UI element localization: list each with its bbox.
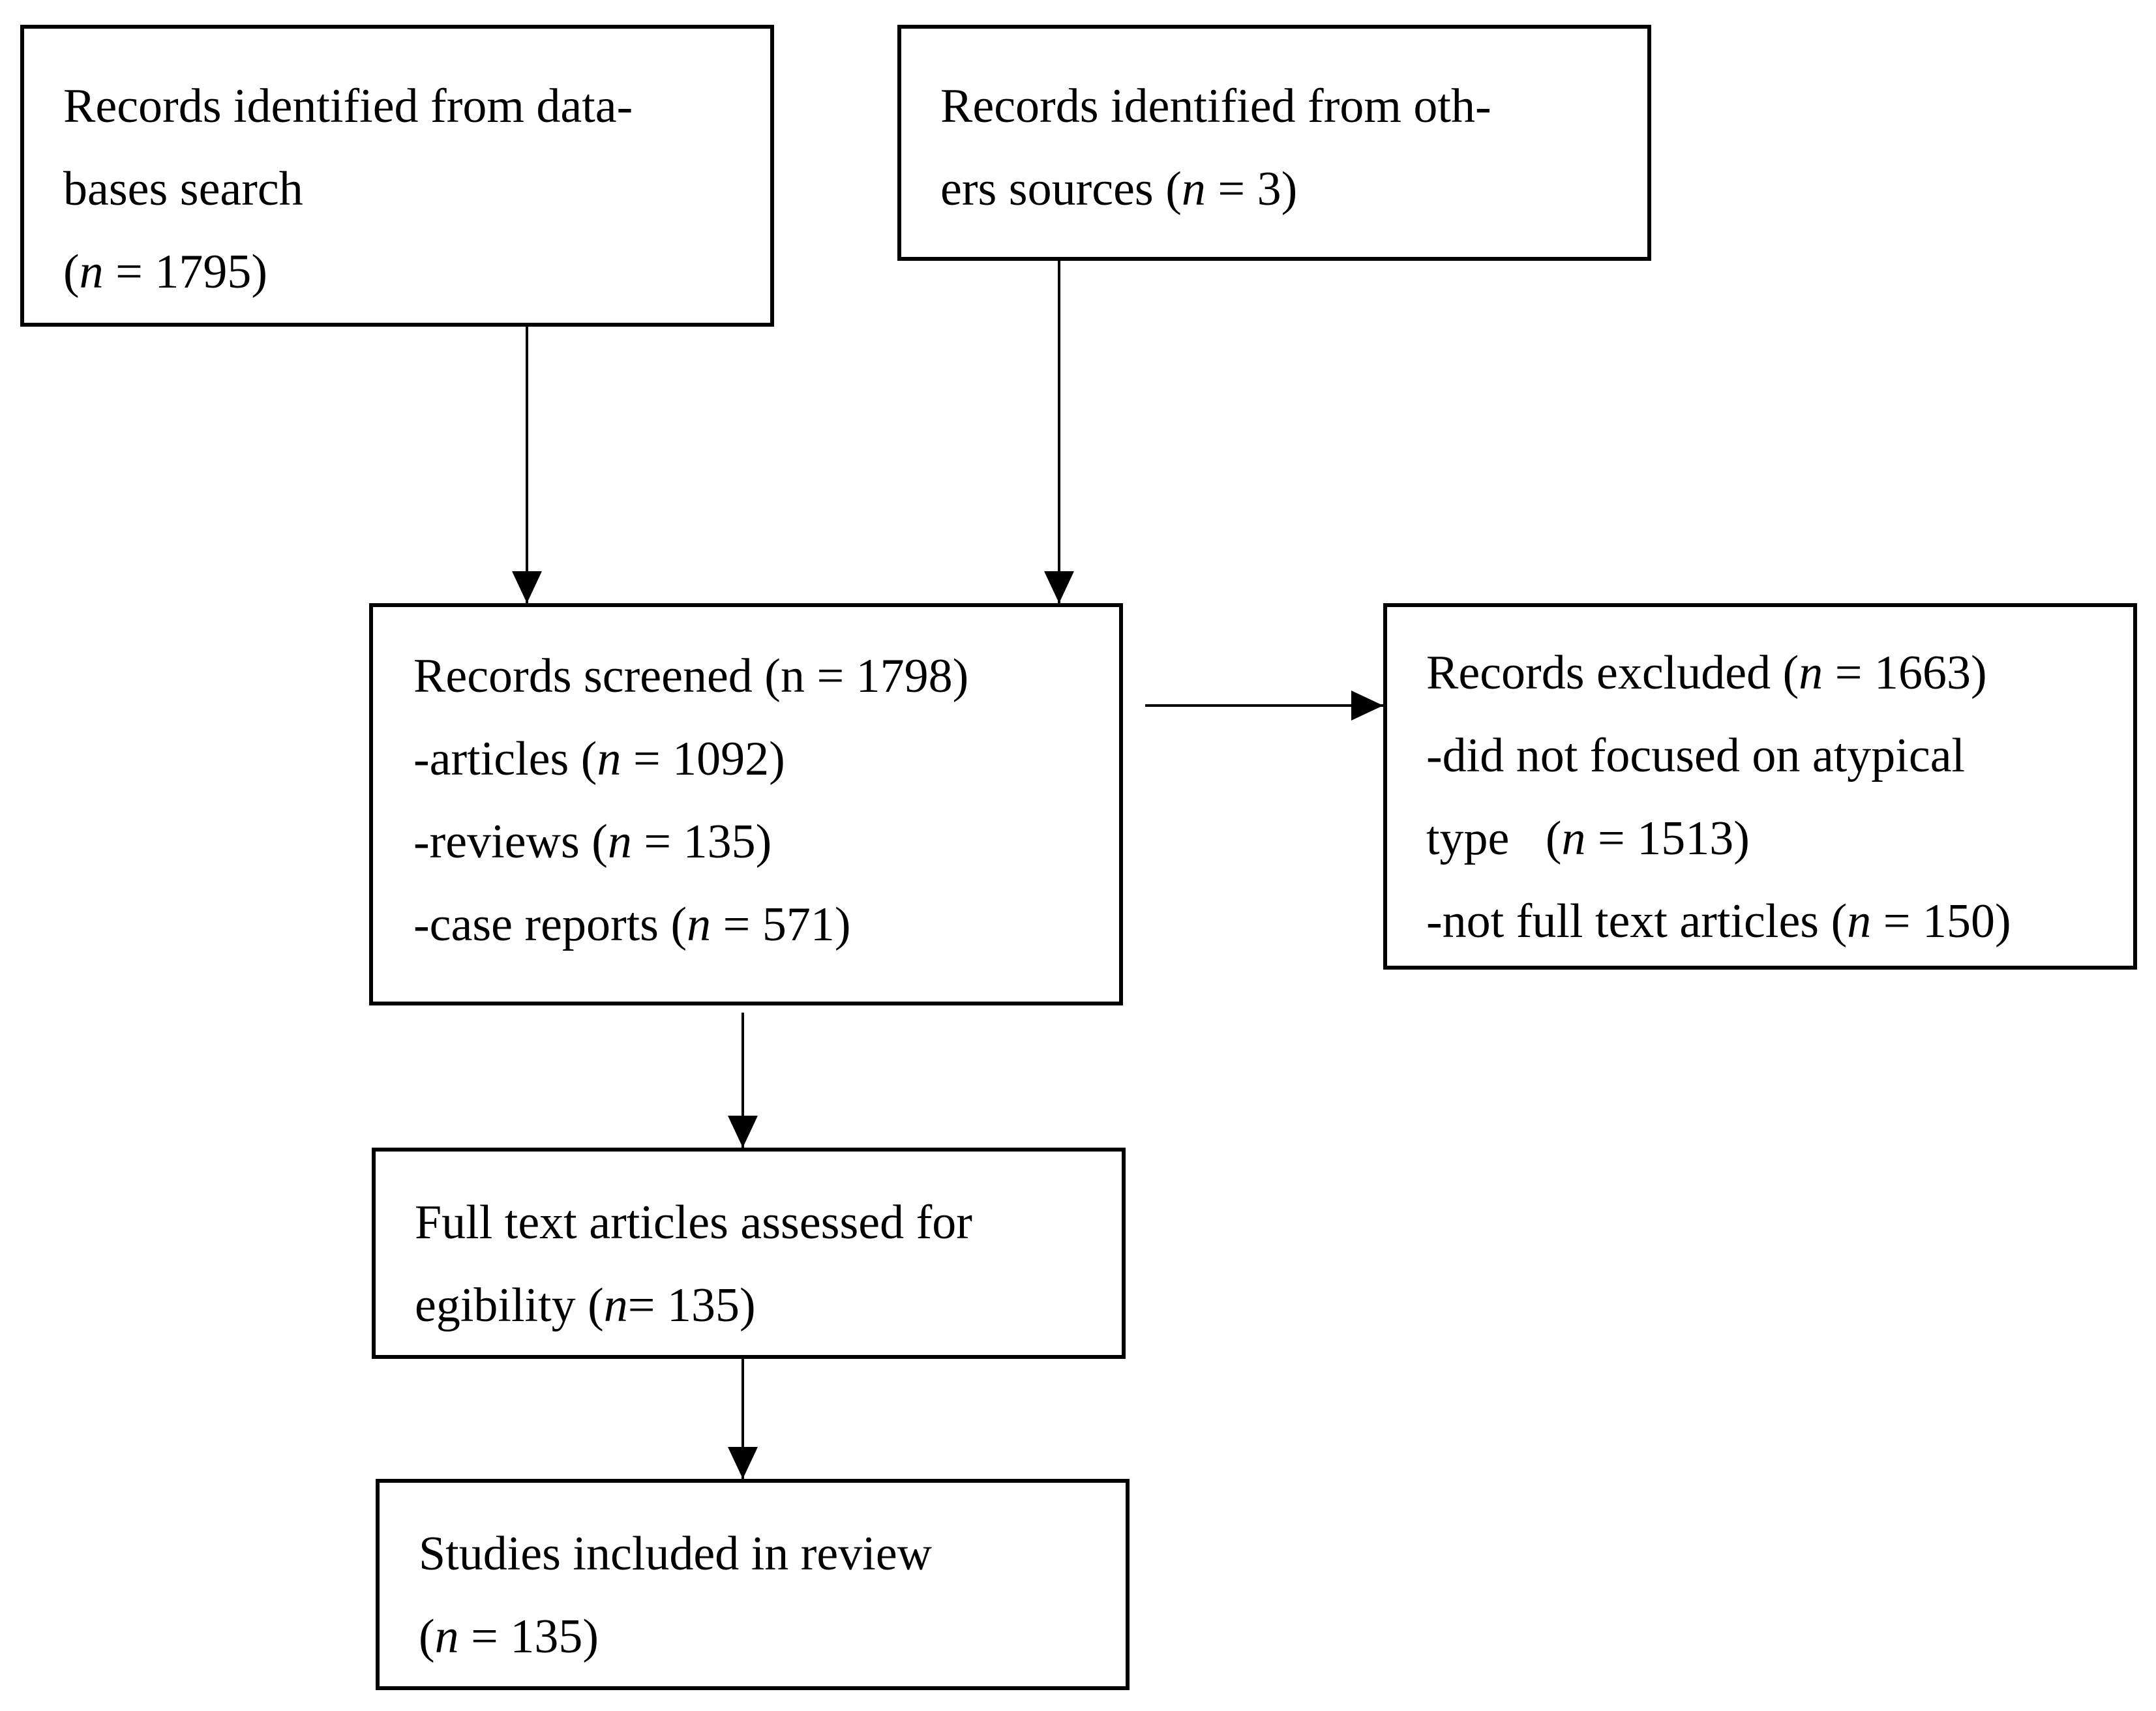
db-search-count: (n = 1795) <box>63 245 268 299</box>
full-text-line-2: egibility (n= 135) <box>415 1279 756 1332</box>
included-line-2: (n = 135) <box>419 1610 599 1663</box>
db-search-line-2: bases search <box>63 162 303 216</box>
excluded-title: Records excluded (n = 1663) <box>1426 646 1987 700</box>
screened-item-articles: -articles (n = 1092) <box>413 732 785 786</box>
arrowhead-other-sources-to-screened <box>1044 571 1074 603</box>
box-studies-included: Studies included in review (n = 135) <box>376 1479 1130 1690</box>
screened-title: Records screened (n = 1798) <box>413 649 969 703</box>
box-records-other-sources: Records identified from oth- ers sources… <box>897 25 1651 261</box>
box-records-databases: Records identified from data- bases sear… <box>20 25 774 327</box>
db-search-line-1: Records identified from data- <box>63 80 633 133</box>
screened-item-reviews: -reviews (n = 135) <box>413 815 772 869</box>
arrowhead-screened-to-excluded <box>1351 691 1383 721</box>
box-full-text-assessed: Full text articles assessed for egibilit… <box>372 1148 1126 1359</box>
box-records-screened: Records screened (n = 1798) -articles (n… <box>369 603 1123 1005</box>
other-sources-line-2: ers sources (n = 3) <box>940 162 1298 216</box>
screened-item-case-reports: -case reports (n = 571) <box>413 898 851 951</box>
arrowhead-databases-to-screened <box>512 571 542 603</box>
box-records-excluded: Records excluded (n = 1663) -did not foc… <box>1383 603 2137 970</box>
included-line-1: Studies included in review <box>419 1527 933 1581</box>
arrowhead-screened-to-full-text <box>728 1116 758 1148</box>
excluded-line-not-focused: -did not focused on atypical <box>1426 729 1966 782</box>
excluded-line-type: type (n = 1513) <box>1426 812 1750 865</box>
other-sources-line-1: Records identified from oth- <box>940 80 1491 133</box>
full-text-line-1: Full text articles assessed for <box>415 1196 972 1249</box>
excluded-line-not-full-text: -not full text articles (n = 150) <box>1426 895 2011 948</box>
arrowhead-full-text-to-included <box>728 1447 758 1479</box>
